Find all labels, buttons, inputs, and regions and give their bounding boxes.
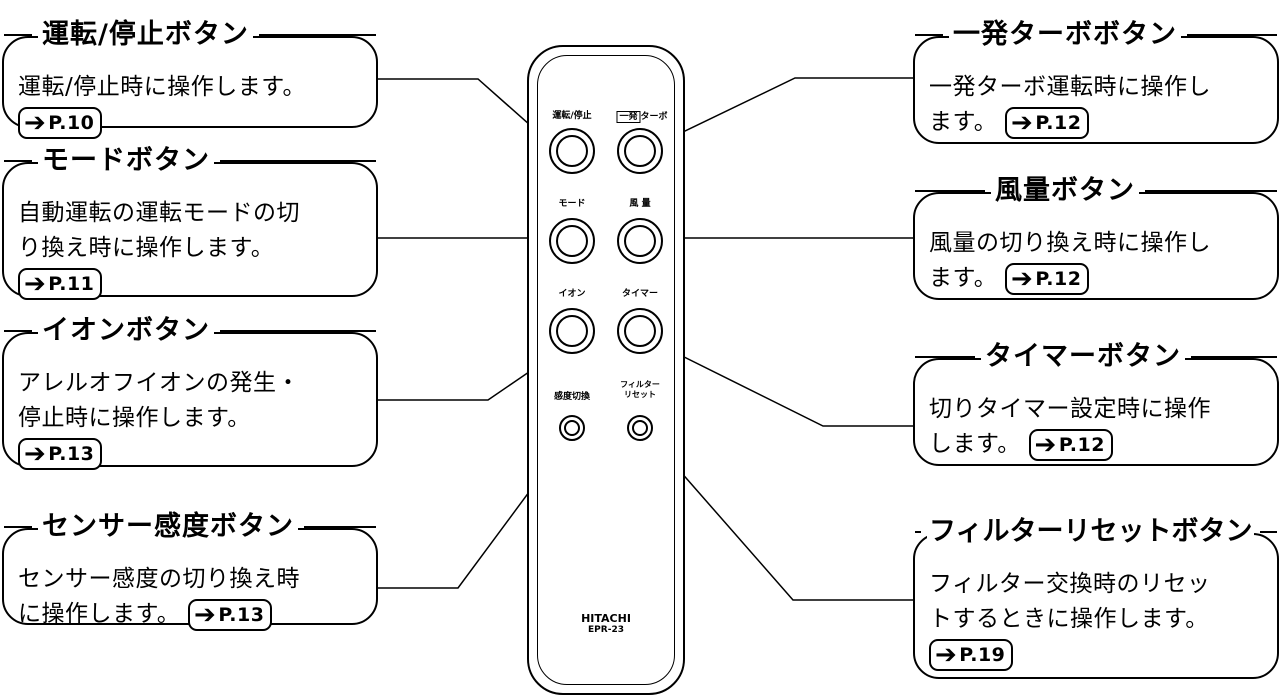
turbo-desc-line2: ます。 <box>929 109 998 135</box>
remote-label-mode: モード <box>558 199 586 209</box>
callout-ion: イオンボタン アレルオフイオンの発生・ 停止時に操作します。 ➔P.13 <box>2 314 378 470</box>
arrow-right-icon: ➔ <box>1034 429 1057 460</box>
ion-page-ref[interactable]: ➔P.13 <box>18 437 103 470</box>
remote-label-sensor: 感度切換 <box>553 392 591 402</box>
remote-label-timer: タイマー <box>621 289 659 299</box>
leader-line-turbo <box>655 77 913 146</box>
fan-button[interactable] <box>617 218 663 264</box>
filter-title: フィルターリセットボタン <box>927 515 1255 549</box>
timer-desc-line2: します。 <box>929 431 1021 457</box>
fan-desc-line1: 風量の切り換え時に操作し <box>929 230 1211 256</box>
arrow-right-icon: ➔ <box>24 438 47 469</box>
brand-logo: HITACHI <box>581 612 631 625</box>
callout-turbo: 一発ターボボタン 一発ターボ運転時に操作し ます。 ➔P.12 <box>913 18 1279 144</box>
sensor-button[interactable] <box>559 415 585 441</box>
timer-title: タイマーボタン <box>981 340 1185 374</box>
mode-title: モードボタン <box>38 144 214 178</box>
arrow-right-icon: ➔ <box>194 599 217 630</box>
ion-desc-line1: アレルオフイオンの発生・ <box>18 370 300 396</box>
filter-desc-line1: フィルター交換時のリセッ <box>929 571 1211 597</box>
filter-reset-button[interactable] <box>627 415 653 441</box>
callout-sensor: センサー感度ボタン センサー感度の切り換え時 に操作します。 ➔P.13 <box>2 510 378 631</box>
remote-label-ion: イオン <box>558 289 586 299</box>
run-stop-title: 運転/停止ボタン <box>38 18 253 52</box>
sensor-title: センサー感度ボタン <box>38 510 298 544</box>
mode-desc-line1: 自動運転の運転モードの切 <box>18 200 300 226</box>
callout-mode: モードボタン 自動運転の運転モードの切 り換え時に操作します。 ➔P.11 <box>2 144 378 300</box>
ion-desc-line2: 停止時に操作します。 <box>18 405 251 431</box>
timer-desc-line1: 切りタイマー設定時に操作 <box>929 396 1211 422</box>
filter-desc-line2: トするときに操作します。 <box>929 606 1209 632</box>
remote-label-run-stop: 運転/停止 <box>552 111 592 121</box>
mode-page-ref[interactable]: ➔P.11 <box>18 267 103 300</box>
remote-label-filter: フィルターリセット <box>620 380 660 399</box>
sensor-page-ref[interactable]: ➔P.13 <box>188 598 273 631</box>
arrow-right-icon: ➔ <box>24 268 47 299</box>
arrow-right-icon: ➔ <box>935 639 958 670</box>
sensor-desc-line1: センサー感度の切り換え時 <box>18 566 300 592</box>
turbo-page-ref[interactable]: ➔P.12 <box>1005 106 1090 139</box>
ion-button[interactable] <box>549 308 595 354</box>
timer-page-ref[interactable]: ➔P.12 <box>1028 428 1113 461</box>
callout-run-stop: 運転/停止ボタン 運転/停止時に操作します。 ➔P.10 <box>2 18 378 139</box>
turbo-button[interactable] <box>617 128 663 174</box>
leader-line-timer <box>659 344 913 427</box>
arrow-right-icon: ➔ <box>24 107 47 138</box>
mode-button[interactable] <box>549 218 595 264</box>
fan-title: 風量ボタン <box>991 174 1139 208</box>
sensor-desc-line2: に操作します。 <box>18 601 181 627</box>
remote-label-oneshot: 一発 <box>616 111 641 123</box>
fan-page-ref[interactable]: ➔P.12 <box>1005 262 1090 295</box>
model-number: EPR-23 <box>588 625 624 635</box>
callout-filter: フィルターリセットボタン フィルター交換時のリセッ トするときに操作します。 ➔… <box>913 515 1279 679</box>
run-stop-desc: 運転/停止時に操作します。 <box>18 74 306 100</box>
arrow-right-icon: ➔ <box>1011 263 1034 294</box>
filter-page-ref[interactable]: ➔P.19 <box>929 638 1014 671</box>
callout-timer: タイマーボタン 切りタイマー設定時に操作 します。 ➔P.12 <box>913 340 1279 466</box>
remote-control: 運転/停止 一発ターボ モード 風 量 イオン タイマー 感度切換 フィルターリ… <box>527 45 685 695</box>
turbo-title: 一発ターボボタン <box>949 18 1181 52</box>
fan-desc-line2: ます。 <box>929 265 998 291</box>
run-stop-page-ref[interactable]: ➔P.10 <box>18 106 103 139</box>
turbo-desc-line1: 一発ターボ運転時に操作し <box>929 74 1211 100</box>
run-stop-button[interactable] <box>549 128 595 174</box>
remote-label-fan: 風 量 <box>629 199 651 209</box>
remote-label-turbo: 一発ターボ <box>616 111 668 123</box>
callout-fan: 風量ボタン 風量の切り換え時に操作し ます。 ➔P.12 <box>913 174 1279 300</box>
timer-button[interactable] <box>617 308 663 354</box>
ion-title: イオンボタン <box>38 314 214 348</box>
mode-desc-line2: り換え時に操作します。 <box>18 235 275 261</box>
arrow-right-icon: ➔ <box>1011 107 1034 138</box>
leader-line-filter <box>650 437 913 601</box>
